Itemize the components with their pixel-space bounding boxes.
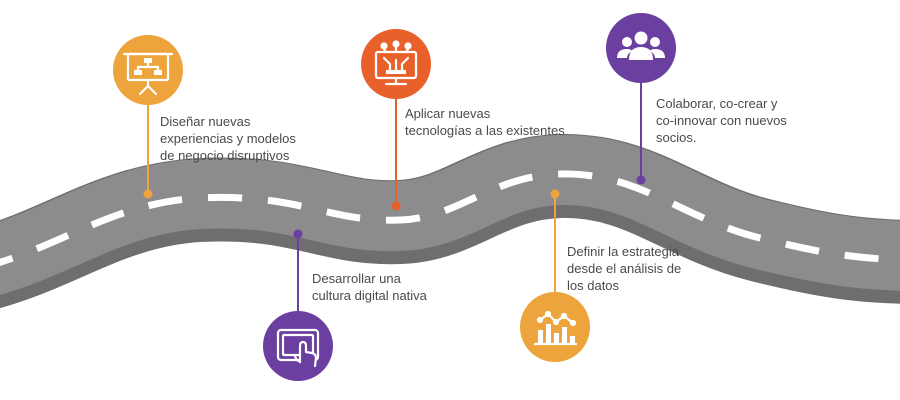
connector-dot-5: [636, 175, 646, 185]
analytics-chart-icon: [533, 310, 578, 346]
lane-markings: [0, 170, 900, 266]
presentation-flowchart-icon: [122, 52, 174, 96]
connector-dot-2: [293, 229, 303, 239]
connectors: [143, 82, 646, 312]
milestone-label-3: Aplicar nuevas tecnologías a las existen…: [405, 106, 565, 138]
milestone-label-4: Definir la estrategia desde el análisis …: [567, 244, 682, 293]
circuit-monitor-icon: [374, 40, 418, 86]
touch-tablet-icon: [276, 328, 320, 368]
milestone-label-1: Diseñar nuevas experiencias y modelos de…: [160, 114, 296, 163]
milestone-circle-4: [520, 292, 590, 362]
road: [0, 133, 900, 309]
road-surface: [0, 134, 900, 295]
milestone-label-2: Desarrollar una cultura digital nativa: [312, 271, 427, 303]
milestone-circle-2: [263, 311, 333, 381]
connector-dot-3: [391, 201, 401, 211]
milestone-circle-1: [113, 35, 183, 105]
connector-dot-4: [550, 189, 560, 199]
team-group-icon: [617, 31, 665, 60]
milestone-label-5: Colaborar, co-crear y co-innovar con nue…: [656, 96, 787, 145]
connector-dot-1: [143, 189, 153, 199]
